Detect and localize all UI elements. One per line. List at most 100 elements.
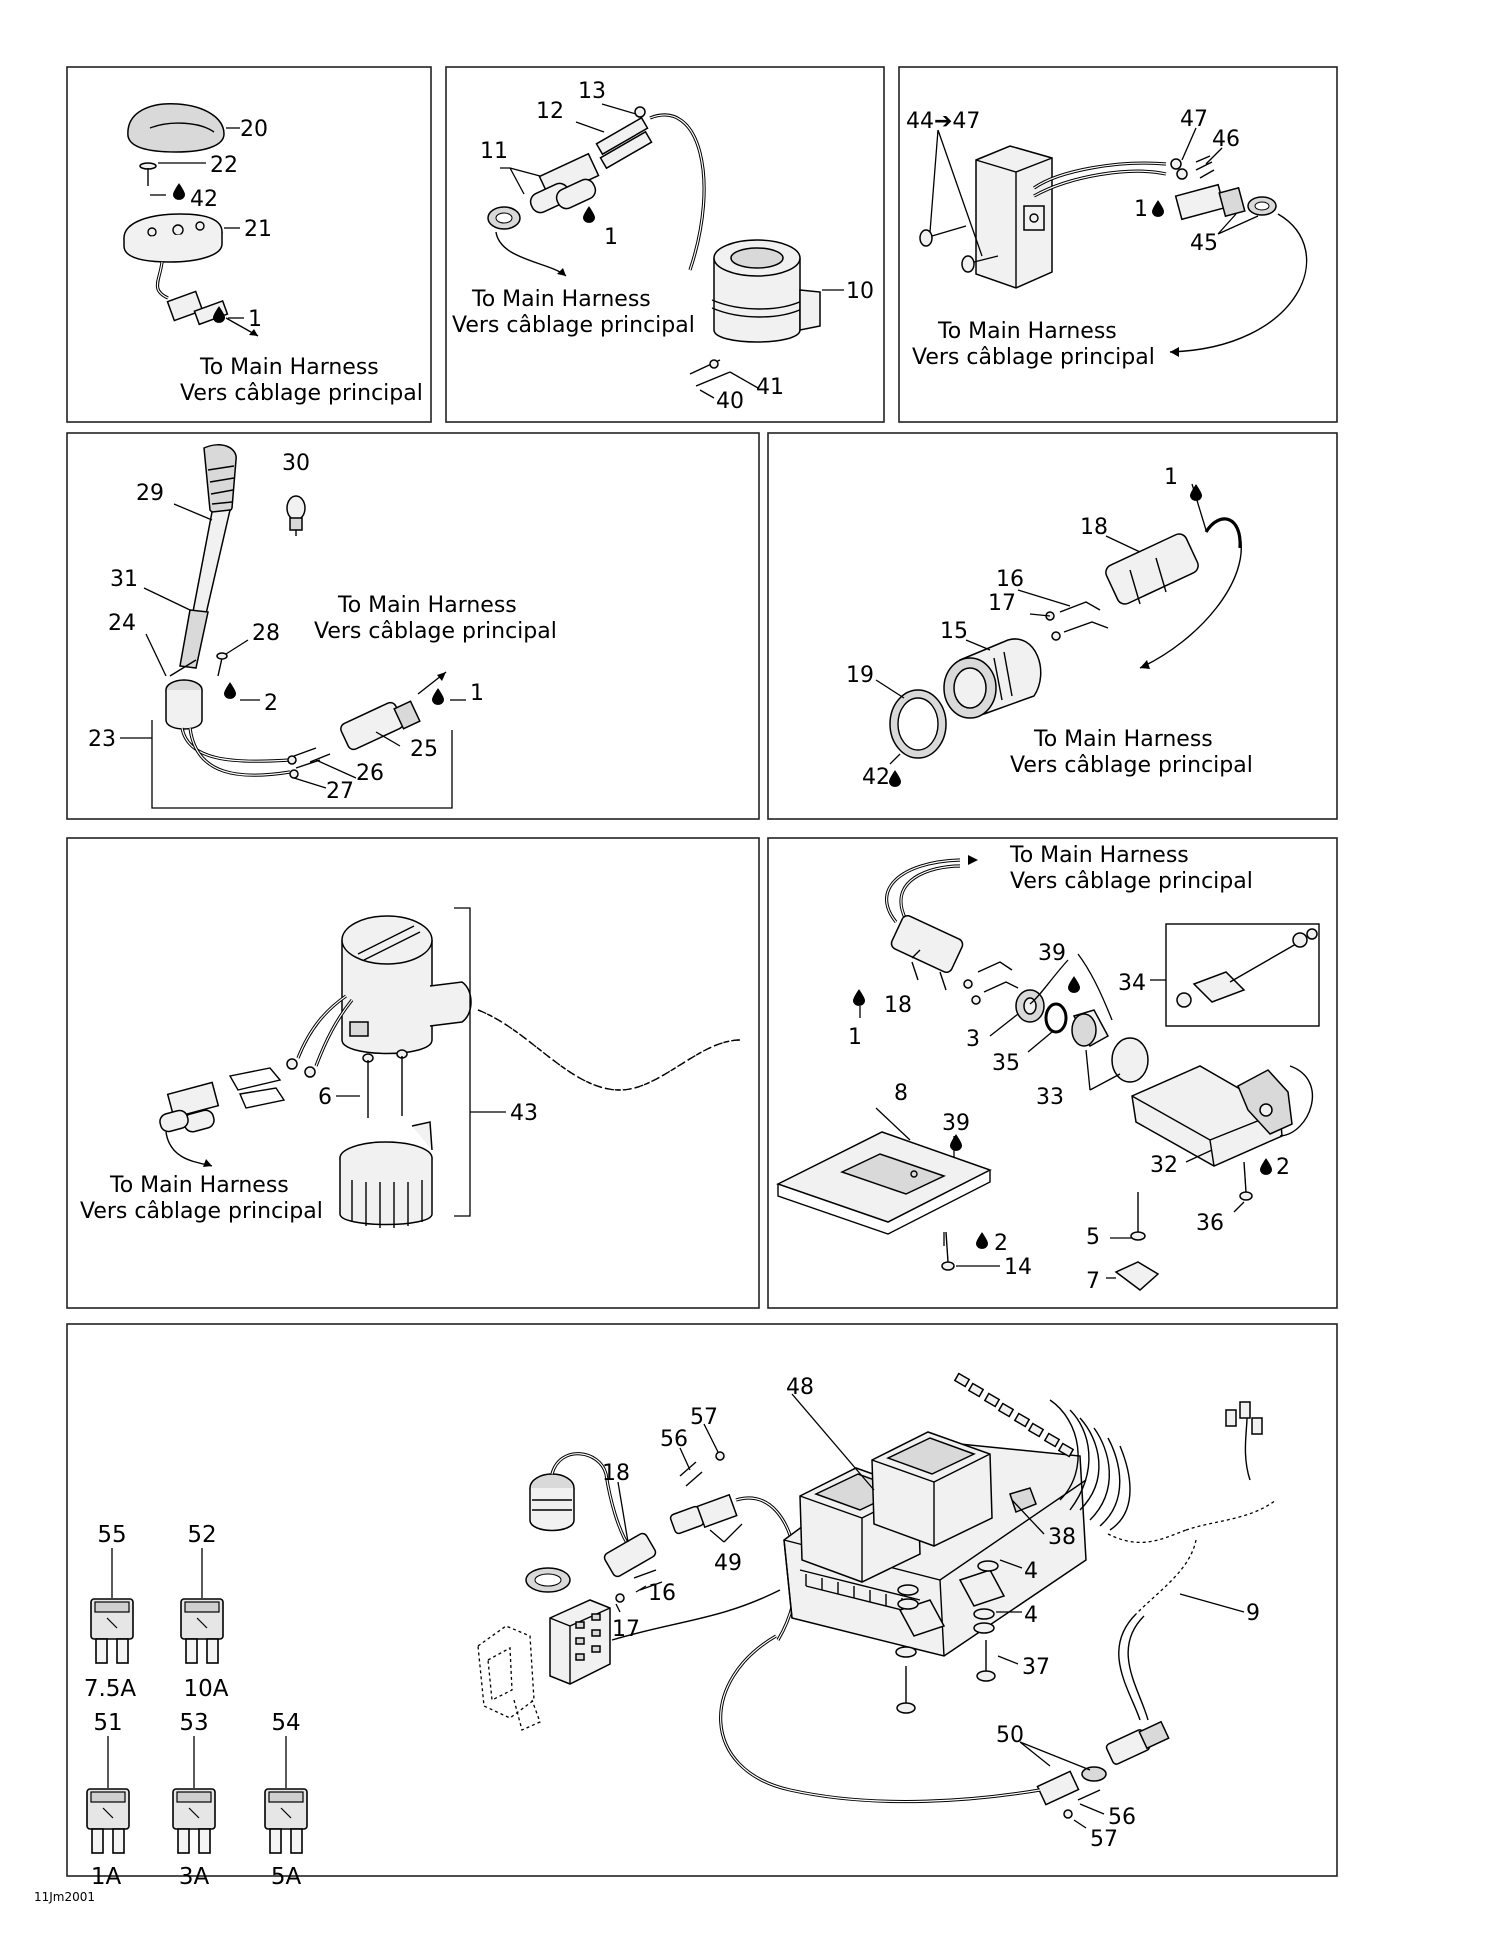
label-39: 39	[942, 1111, 970, 1136]
label-33: 33	[1036, 1085, 1064, 1110]
connector-part-49	[669, 1451, 738, 1535]
label-24: 24	[108, 611, 136, 636]
harness-caption-en: To Main Harness	[471, 287, 651, 312]
connector-part-12	[595, 106, 653, 170]
harness-caption-en: To Main Harness	[1033, 727, 1213, 752]
bracket-part-34	[1176, 928, 1318, 1008]
label-31: 31	[110, 567, 138, 592]
label-18: 18	[884, 993, 912, 1018]
harness-caption-fr: Vers câblage principal	[314, 619, 557, 644]
harness-part-9	[953, 1372, 1277, 1721]
panel-3: 44➔47 47 46 1 45 To Main Harness Vers câ…	[898, 66, 1338, 423]
label-2: 2	[994, 1231, 1008, 1256]
fuse-part-label: 55	[97, 1522, 126, 1548]
module-part-44	[975, 145, 1053, 289]
label-41: 41	[756, 375, 784, 400]
fuse-box-part-48	[783, 1431, 1087, 1714]
label-45: 45	[1190, 231, 1218, 256]
harness-caption-en: To Main Harness	[937, 319, 1117, 344]
label-18: 18	[1080, 515, 1108, 540]
pump-part-43	[341, 915, 472, 1055]
label-2: 2	[1276, 1155, 1290, 1180]
label-4: 4	[1024, 1603, 1038, 1628]
switch-connector	[549, 1599, 611, 1685]
socket-part-15	[943, 638, 1042, 719]
label-37: 37	[1022, 1655, 1050, 1680]
panel-7: 39 34 1 18 3 35 33 8 39 32 2 36 5 2 14 7…	[767, 837, 1338, 1309]
bulb-part-30	[286, 495, 306, 536]
base-part-24	[165, 659, 203, 730]
fuse-part-52: 52 10A	[180, 1522, 229, 1702]
harness-caption-fr: Vers câblage principal	[180, 381, 423, 406]
panel-8: 55 7.5A 52 10A 51 1A 53 3A 54 5A	[66, 1323, 1338, 1890]
screw-part-6	[362, 1049, 408, 1118]
fuse-part-54: 54 5A	[264, 1710, 308, 1890]
cap-part-20	[127, 103, 225, 153]
panel-2: 13 12 11 1 10 41 40 To Main Harness Vers…	[445, 66, 885, 423]
label-1: 1	[470, 681, 484, 706]
connector-part-50	[1036, 1720, 1170, 1819]
panel-6: 6 43 To Main Harness Vers câblage princi…	[66, 837, 760, 1309]
label-3: 3	[966, 1027, 980, 1052]
label-9: 9	[1246, 1601, 1260, 1626]
label-13: 13	[578, 79, 606, 104]
label-22: 22	[210, 153, 238, 178]
panel-5: 1 18 16 17 15 19 42 To Main Harness Vers…	[767, 432, 1338, 820]
fuse-part-55: 55 7.5A	[84, 1522, 137, 1702]
fuse-rating-label: 7.5A	[84, 1676, 137, 1702]
holder-part-32	[1131, 1065, 1293, 1167]
label-17: 17	[988, 591, 1016, 616]
switch-outline	[477, 1625, 541, 1731]
label-18: 18	[602, 1461, 630, 1486]
socket-assembly	[525, 1473, 575, 1593]
connector-part-18	[1105, 533, 1199, 605]
label-14: 14	[1004, 1255, 1032, 1280]
harness-caption-en: To Main Harness	[1009, 843, 1189, 868]
label-17: 17	[612, 1617, 640, 1642]
fuse-rating-label: 1A	[91, 1864, 122, 1890]
ring-part-19	[889, 689, 947, 759]
label-28: 28	[252, 621, 280, 646]
fuse-part-label: 51	[93, 1710, 122, 1736]
label-56: 56	[660, 1427, 688, 1452]
label-27: 27	[326, 779, 354, 804]
label-36: 36	[1196, 1211, 1224, 1236]
harness-caption-en: To Main Harness	[337, 593, 517, 618]
clip-part-7	[1114, 1261, 1160, 1291]
fuse-part-label: 54	[271, 1710, 300, 1736]
label-5: 5	[1086, 1225, 1100, 1250]
label-25: 25	[410, 737, 438, 762]
horn-part-10	[711, 239, 821, 343]
label-23: 23	[88, 727, 116, 752]
label-49: 49	[714, 1551, 742, 1576]
screw-part-22	[139, 162, 157, 186]
label-6: 6	[318, 1085, 332, 1110]
label-12: 12	[536, 99, 564, 124]
label-35: 35	[992, 1051, 1020, 1076]
label-10: 10	[846, 279, 874, 304]
connector-part-18	[603, 1532, 663, 1603]
label-21: 21	[244, 217, 272, 242]
harness-caption-fr: Vers câblage principal	[80, 1199, 323, 1224]
fuse-rating-label: 5A	[271, 1864, 302, 1890]
label-39: 39	[1038, 941, 1066, 966]
label-32: 32	[1150, 1153, 1178, 1178]
label-50: 50	[996, 1723, 1024, 1748]
harness-caption-fr: Vers câblage principal	[452, 313, 695, 338]
label-2: 2	[264, 691, 278, 716]
label-16: 16	[996, 567, 1024, 592]
connector	[159, 1081, 220, 1133]
label-1: 1	[1164, 465, 1178, 490]
label-42: 42	[190, 187, 218, 212]
label-47: 47	[1180, 107, 1208, 132]
light-pole-part-29	[187, 444, 237, 641]
fuse-part-53: 53 3A	[172, 1710, 216, 1890]
sleeve-part-31	[179, 609, 209, 669]
label-44-47: 44➔47	[906, 109, 980, 134]
plate-part-8	[776, 1131, 992, 1235]
label-40: 40	[716, 389, 744, 414]
label-19: 19	[846, 663, 874, 688]
label-1: 1	[1134, 197, 1148, 222]
label-46: 46	[1212, 127, 1240, 152]
